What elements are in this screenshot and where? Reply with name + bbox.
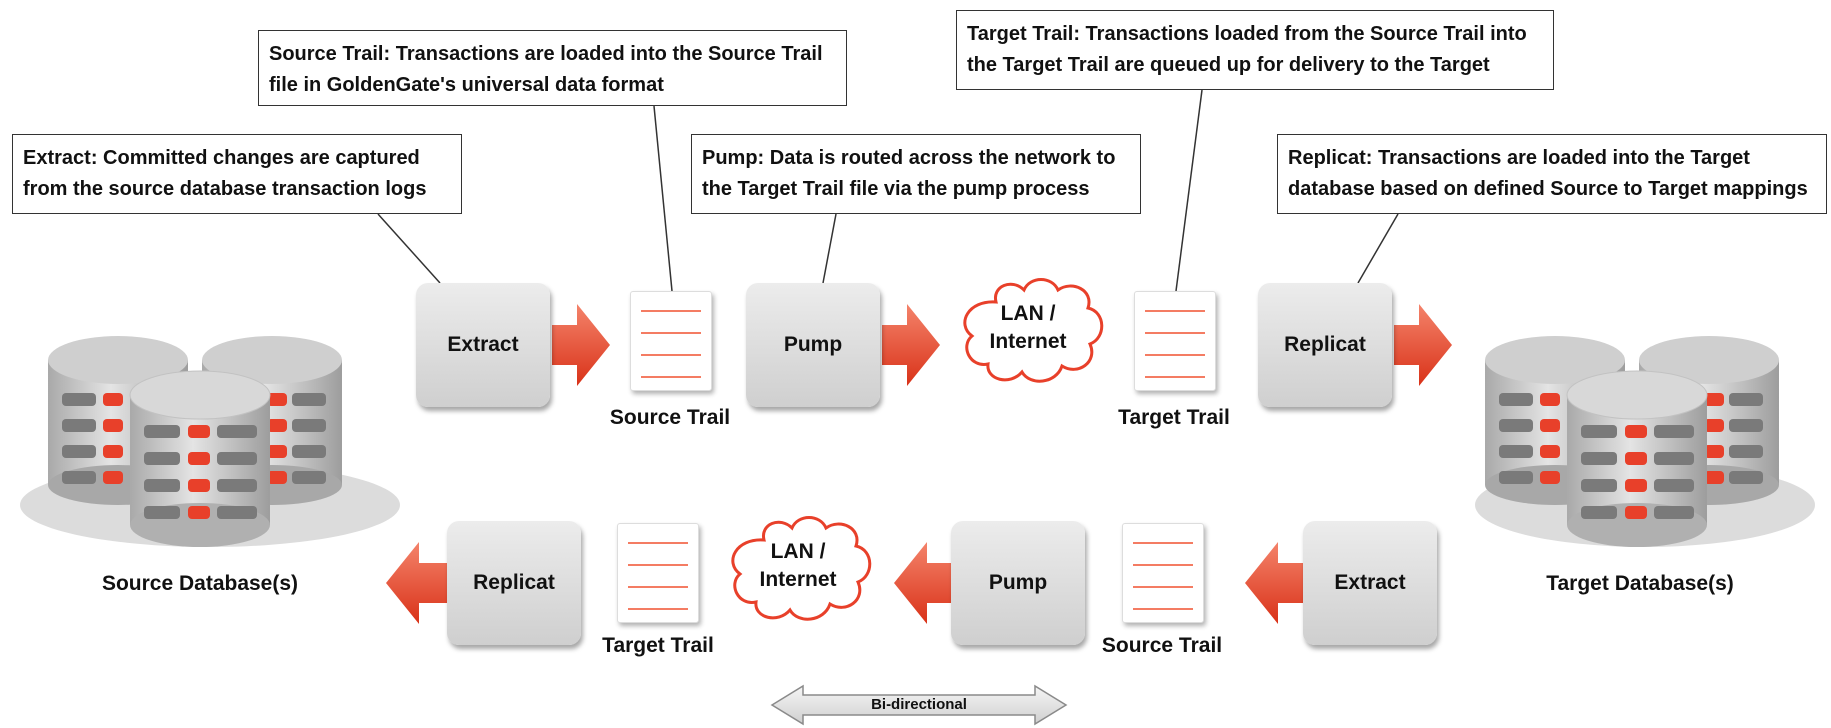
arrow-right-icon — [552, 304, 610, 386]
top-pump-process: Pump — [746, 283, 880, 407]
top-replicat-process: Replicat — [1258, 283, 1392, 407]
callout-text-line: Target Trail: Transactions loaded from t… — [967, 23, 1527, 45]
source-trail-callout: Source Trail: Transactions are loaded in… — [258, 30, 847, 106]
callout-text-line: the Target Trail are queued up for deliv… — [967, 54, 1490, 76]
bottom-extract-process: Extract — [1303, 521, 1437, 645]
leader-source-trail — [653, 105, 673, 292]
cloud-text-line: Internet — [759, 568, 837, 591]
callout-text-line: the Target Trail file via the pump proce… — [702, 178, 1090, 200]
leader-extract — [377, 213, 441, 284]
bottom-source-trail-icon — [1122, 523, 1204, 623]
network-clouds — [731, 278, 1104, 621]
top-source-trail-icon — [630, 291, 712, 391]
top-network-label: LAN / Internet — [970, 300, 1086, 356]
callout-text-line: Pump: Data is routed across the network … — [702, 147, 1116, 169]
top-extract-process: Extract — [416, 283, 550, 407]
callout-leaders — [377, 89, 1399, 292]
callout-text-line: database based on defined Source to Targ… — [1288, 178, 1808, 200]
callout-text-line: file in GoldenGate's universal data form… — [269, 74, 664, 96]
leader-pump — [822, 213, 837, 284]
cloud-icon — [731, 516, 872, 621]
leader-target-trail — [1175, 89, 1203, 292]
arrow-right-icon — [882, 304, 940, 386]
bottom-flow-arrows — [386, 542, 1306, 624]
target-database-icon — [1475, 336, 1815, 547]
bottom-replicat-process: Replicat — [447, 521, 581, 645]
top-target-trail-label: Target Trail — [1118, 406, 1230, 429]
bottom-target-trail-label: Target Trail — [602, 634, 714, 657]
bottom-source-trail-label: Source Trail — [1101, 634, 1223, 657]
bottom-pump-process: Pump — [951, 521, 1085, 645]
callout-text-line: from the source database transaction log… — [23, 178, 427, 200]
arrow-right-icon — [1394, 304, 1452, 386]
arrow-left-icon — [1245, 542, 1306, 624]
bidirectional-label: Bi-directional — [871, 696, 967, 713]
target-trail-callout: Target Trail: Transactions loaded from t… — [956, 10, 1554, 90]
extract-callout: Extract: Committed changes are captured … — [12, 134, 462, 214]
top-source-trail-label: Source Trail — [609, 406, 731, 429]
source-database-label: Source Database(s) — [101, 572, 299, 595]
callout-text-line: Replicat: Transactions are loaded into t… — [1288, 147, 1750, 169]
callout-text-line: Extract: Committed changes are captured — [23, 147, 420, 169]
cloud-icon — [963, 278, 1104, 383]
top-target-trail-icon — [1134, 291, 1216, 391]
bottom-target-trail-icon — [617, 523, 699, 623]
bidirectional-arrow-icon — [770, 684, 1068, 726]
arrow-left-icon — [894, 542, 955, 624]
leader-replicat — [1357, 213, 1399, 284]
target-database-label: Target Database(s) — [1546, 572, 1734, 595]
source-database-icon — [20, 336, 400, 547]
cloud-text-line: LAN / — [1000, 302, 1056, 325]
arrow-left-icon — [386, 542, 447, 624]
replicat-callout: Replicat: Transactions are loaded into t… — [1277, 134, 1827, 214]
callout-text-line: Source Trail: Transactions are loaded in… — [269, 43, 823, 65]
pump-callout: Pump: Data is routed across the network … — [691, 134, 1141, 214]
cloud-text-line: LAN / — [770, 540, 826, 563]
cloud-text-line: Internet — [989, 330, 1067, 353]
top-flow-arrows — [552, 304, 1452, 386]
bottom-network-label: LAN / Internet — [740, 538, 856, 594]
